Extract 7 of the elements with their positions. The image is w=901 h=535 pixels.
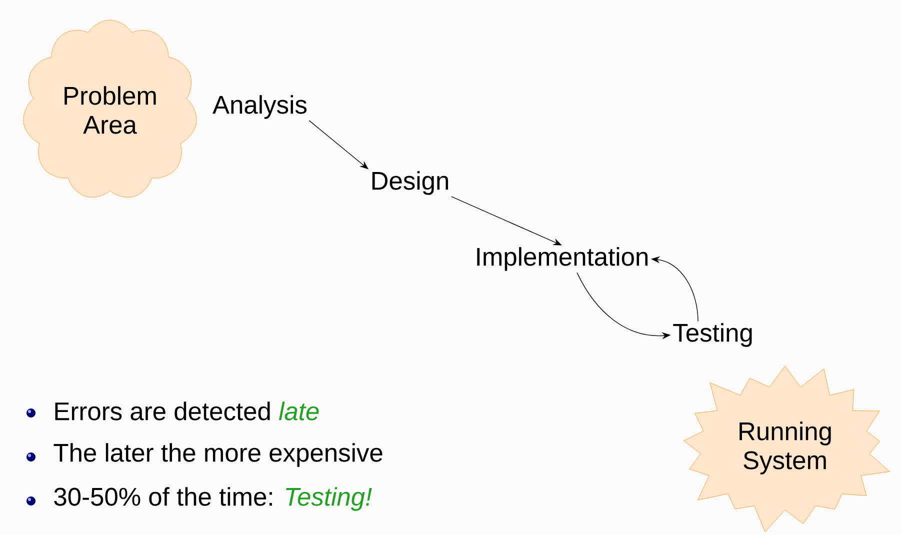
step-label: Design	[372, 171, 448, 195]
step-label: Implementation	[477, 247, 648, 271]
bullet-text: The later the more expensive	[54, 443, 382, 467]
step-label: Testing	[673, 323, 752, 347]
bullet-text: Errors are detected late	[55, 402, 319, 420]
bullet-text: 30-50% of the time: Testing!	[54, 487, 372, 511]
step-label: Analysis	[212, 95, 307, 119]
